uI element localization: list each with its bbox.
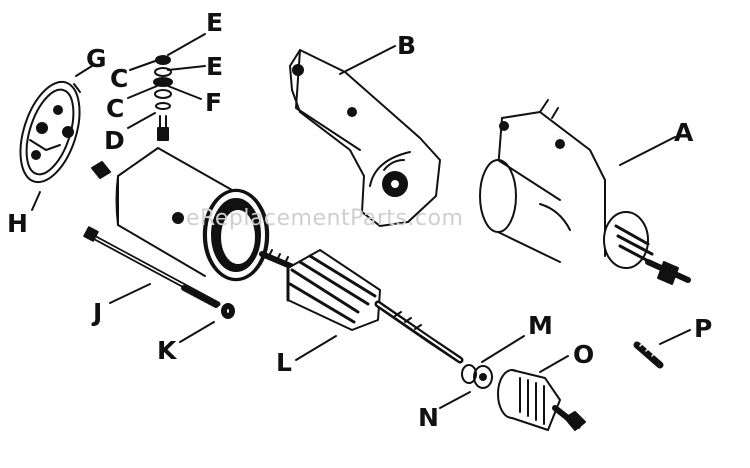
callout-d: D: [104, 126, 125, 155]
callout-p: P: [694, 314, 713, 343]
callout-c-second: C: [106, 94, 125, 123]
callout-o: O: [573, 340, 595, 369]
field-housing-part: [115, 147, 270, 282]
leader-lines: [31, 33, 691, 409]
callout-n: N: [418, 403, 439, 432]
mounting-bracket-part: [289, 49, 441, 227]
drive-pin-part: [633, 341, 664, 369]
terminal-stack-part: [153, 55, 173, 141]
armature-part: [259, 249, 464, 364]
callout-h: H: [7, 209, 28, 238]
drive-pinion-part: [497, 369, 586, 431]
callout-c-top: C: [110, 64, 129, 93]
callout-j: J: [93, 298, 103, 327]
callout-e-top: E: [206, 8, 224, 37]
callout-f: F: [205, 88, 223, 117]
callout-e-second: E: [206, 52, 224, 81]
callout-l: L: [276, 348, 292, 377]
callout-m: M: [528, 311, 553, 340]
end-plate-part: [19, 80, 81, 184]
thrust-washers-part: [461, 364, 493, 389]
starter-assembly-part: [479, 99, 691, 285]
callout-g: G: [86, 44, 107, 73]
callout-b: B: [397, 31, 417, 60]
nut-part: [221, 303, 235, 319]
watermark-text: eReplacementParts.com: [186, 206, 464, 231]
brush-screw-part: [91, 161, 111, 179]
callout-a: A: [674, 118, 694, 147]
callout-k: K: [157, 336, 177, 365]
through-bolt-part: [83, 226, 221, 308]
